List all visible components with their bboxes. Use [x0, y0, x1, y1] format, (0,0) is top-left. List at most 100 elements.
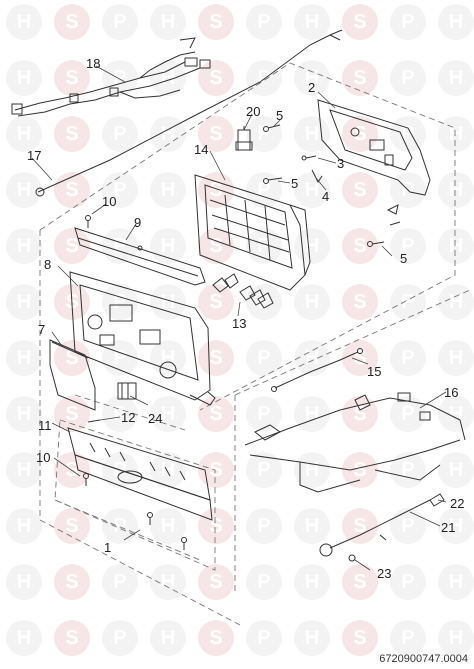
callout-22: 22	[450, 496, 465, 511]
watermark-tile: H	[438, 60, 474, 96]
watermark-tile: P	[246, 452, 282, 488]
callout-18: 18	[86, 56, 101, 71]
watermark-tile: H	[6, 396, 42, 432]
small-fasteners	[263, 124, 401, 247]
watermark-tile: S	[198, 284, 234, 320]
callout-2: 2	[308, 80, 316, 95]
watermark-tile: H	[438, 228, 474, 264]
watermark-tile: P	[390, 284, 426, 320]
callout-5-c: 5	[400, 251, 408, 266]
watermark-tile: P	[246, 340, 282, 376]
watermark-tile: P	[246, 396, 282, 432]
callout-5-b: 5	[291, 176, 299, 191]
part-16-loom	[244, 392, 466, 493]
part-8-control-unit	[69, 271, 216, 406]
watermark-tile: P	[390, 396, 426, 432]
watermark-tile: H	[438, 172, 474, 208]
watermark-tile: S	[54, 620, 90, 656]
watermark-tile: S	[342, 452, 378, 488]
callout-5-a: 5	[276, 108, 284, 123]
part-15-cable	[271, 348, 363, 392]
watermark-tile: H	[438, 508, 474, 544]
watermark-tile: H	[6, 284, 42, 320]
callout-11: 11	[38, 418, 52, 433]
watermark-tile: S	[198, 452, 234, 488]
callout-15: 15	[367, 364, 382, 379]
watermark-tile: H	[6, 340, 42, 376]
watermark-tile: H	[150, 620, 186, 656]
part-18-harness	[11, 37, 211, 117]
watermark-tile: S	[342, 564, 378, 600]
watermark-tile: P	[390, 620, 426, 656]
callout-1: 1	[104, 540, 112, 555]
watermark-tile: P	[102, 508, 138, 544]
watermark-tile: S	[342, 620, 378, 656]
part-9-strip	[74, 215, 206, 286]
watermark-tile: H	[150, 452, 186, 488]
watermark-tile: P	[102, 4, 138, 40]
watermark-tile: S	[198, 228, 234, 264]
watermark-tile: H	[294, 396, 330, 432]
watermark-tile: H	[6, 116, 42, 152]
watermark-tile: S	[54, 4, 90, 40]
watermark-tile: H	[294, 172, 330, 208]
watermark-tile: H	[438, 284, 474, 320]
watermark-tile: S	[54, 60, 90, 96]
part-14-bracket	[194, 174, 311, 291]
watermark-tile: H	[150, 508, 186, 544]
watermark-tile: H	[150, 4, 186, 40]
watermark-tile: S	[342, 172, 378, 208]
callout-20: 20	[246, 104, 261, 119]
watermark-tile: S	[198, 60, 234, 96]
front-screws	[83, 419, 187, 550]
watermark-tile: P	[246, 172, 282, 208]
dashed-group-upper	[39, 62, 456, 411]
watermark-tile: H	[294, 284, 330, 320]
watermark-tile: H	[150, 564, 186, 600]
watermark-tile: S	[54, 508, 90, 544]
watermark-tile: H	[438, 116, 474, 152]
callout-23: 23	[377, 566, 392, 581]
watermark-tile: H	[6, 4, 42, 40]
watermark-tile: S	[54, 396, 90, 432]
watermark-tile: H	[6, 452, 42, 488]
watermark-tile: P	[246, 4, 282, 40]
watermark-tile: S	[342, 4, 378, 40]
callout-10-a: 10	[102, 194, 117, 209]
callout-10-b: 10	[36, 450, 51, 465]
watermark-tile: P	[102, 564, 138, 600]
watermark-tile: H	[294, 60, 330, 96]
watermark-tile: P	[390, 564, 426, 600]
callout-16: 16	[444, 385, 459, 400]
watermark-tile: P	[390, 4, 426, 40]
watermark-tile: H	[150, 284, 186, 320]
part-21-sensor-cable	[319, 493, 445, 562]
watermark-tile: H	[150, 116, 186, 152]
part-24-connector	[117, 382, 137, 400]
diagram-part-code: 6720900747.0004	[379, 653, 468, 665]
callout-13: 13	[232, 316, 247, 331]
watermark-tile: S	[342, 340, 378, 376]
callout-7: 7	[38, 322, 46, 337]
callout-3: 3	[337, 156, 345, 171]
callout-21: 21	[441, 520, 456, 535]
watermark-tile: P	[102, 172, 138, 208]
watermark-tile: P	[390, 116, 426, 152]
watermark-tile: H	[6, 620, 42, 656]
watermark-tile: P	[390, 60, 426, 96]
watermark-tile: P	[102, 116, 138, 152]
watermark-tile: S	[198, 564, 234, 600]
watermark-tile: H	[294, 4, 330, 40]
watermark-tile: S	[198, 620, 234, 656]
watermark-tile: P	[390, 340, 426, 376]
callout-8: 8	[44, 257, 52, 272]
part-2-cover-plate	[317, 99, 431, 196]
callout-9: 9	[134, 215, 142, 230]
watermark-tile: H	[6, 508, 42, 544]
watermark-tile: H	[6, 60, 42, 96]
watermark-tile: H	[438, 452, 474, 488]
watermark-tile: H	[294, 116, 330, 152]
watermark-tile: H	[438, 396, 474, 432]
